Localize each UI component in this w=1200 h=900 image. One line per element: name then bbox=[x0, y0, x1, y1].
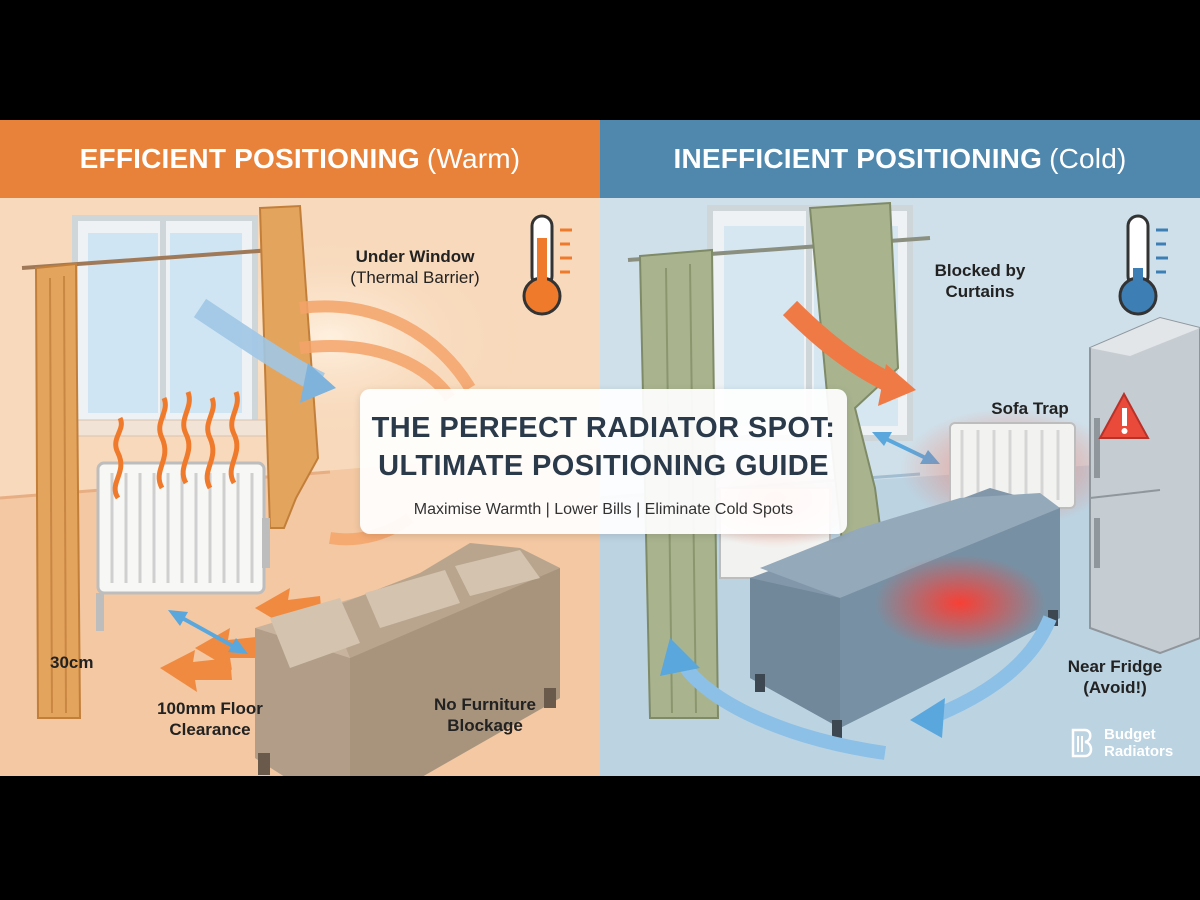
efficient-header: EFFICIENT POSITIONING (Warm) bbox=[0, 120, 600, 198]
floor-clearance-line-2: Clearance bbox=[169, 720, 251, 739]
efficient-header-title: EFFICIENT POSITIONING bbox=[79, 143, 420, 174]
brand-name-line-2: Radiators bbox=[1104, 743, 1174, 760]
guide-title-line-1: THE PERFECT RADIATOR SPOT: bbox=[371, 412, 836, 444]
floor-clearance-line-1: 100mm Floor bbox=[157, 699, 263, 718]
brand-logo: Budget Radiators bbox=[1070, 726, 1195, 766]
thermometer-cold-icon bbox=[1118, 214, 1168, 316]
no-furniture-label: No Furniture Blockage bbox=[410, 694, 560, 736]
floor-clearance-label: 100mm Floor Clearance bbox=[130, 698, 290, 740]
cold-blocked-heat-arrow bbox=[782, 300, 895, 392]
gap-label: 30cm bbox=[50, 653, 94, 672]
inefficient-header: INEFFICIENT POSITIONING (Cold) bbox=[600, 120, 1200, 198]
warm-gap-measure bbox=[168, 610, 248, 654]
under-window-subtitle: (Thermal Barrier) bbox=[350, 268, 480, 287]
warm-curtains bbox=[21, 204, 320, 719]
no-furniture-line-1: No Furniture bbox=[434, 695, 536, 714]
efficient-header-tag: (Warm) bbox=[426, 143, 521, 174]
trapped-heat-spot bbox=[875, 555, 1045, 651]
curtains-line-1: Blocked by bbox=[934, 261, 1026, 280]
fridge bbox=[1089, 316, 1200, 655]
brand-name: Budget Radiators bbox=[1104, 726, 1173, 760]
inefficient-header-title: INEFFICIENT POSITIONING bbox=[673, 143, 1043, 174]
sofa-trap-label: Sofa Trap bbox=[991, 399, 1069, 418]
cold-circulation-arrows bbox=[673, 615, 1057, 760]
warm-radiator bbox=[96, 461, 270, 631]
cold-sofa-radiator bbox=[949, 422, 1076, 509]
guide-subtitle: Maximise Warmth | Lower Bills | Eliminat… bbox=[413, 501, 794, 518]
no-furniture-line-2: Blockage bbox=[447, 716, 523, 735]
near-fridge-line-2: (Avoid!) bbox=[1083, 678, 1147, 697]
inefficient-header-tag: (Cold) bbox=[1049, 143, 1127, 174]
thermometer-hot-icon bbox=[522, 214, 572, 316]
warning-triangle-icon bbox=[1098, 391, 1150, 439]
under-window-title: Under Window bbox=[355, 247, 475, 266]
title-card: THE PERFECT RADIATOR SPOT: ULTIMATE POSI… bbox=[360, 389, 847, 534]
guide-title-line-2: ULTIMATE POSITIONING GUIDE bbox=[378, 450, 829, 482]
brand-logo-icon bbox=[1071, 728, 1093, 758]
warm-sofa bbox=[255, 543, 560, 776]
under-window-label: Under Window (Thermal Barrier) bbox=[320, 246, 510, 288]
near-fridge-line-1: Near Fridge bbox=[1067, 657, 1163, 676]
curtains-line-2: Curtains bbox=[945, 282, 1015, 301]
warm-heat-waves bbox=[112, 391, 240, 500]
curtains-label: Blocked by Curtains bbox=[910, 260, 1050, 302]
near-fridge-label: Near Fridge (Avoid!) bbox=[1055, 656, 1175, 698]
brand-name-line-1: Budget bbox=[1104, 726, 1156, 743]
